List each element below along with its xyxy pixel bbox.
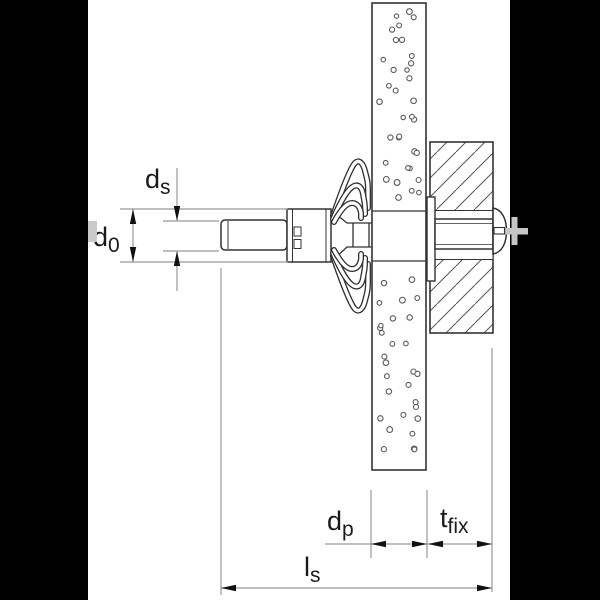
label-tfix: tfix: [440, 503, 469, 538]
ls-arrow-left: [221, 584, 236, 592]
letterbox-right: [510, 0, 600, 600]
plus-watermark-icon: [506, 217, 528, 245]
dimension-labels: ds d0 dp tfix ls: [93, 164, 469, 587]
stipple-dot: [415, 176, 422, 184]
stipple-dot: [408, 113, 415, 120]
screw-tip: [220, 219, 288, 251]
screw: [220, 207, 508, 255]
label-ls: ls: [304, 552, 321, 587]
anchor-legs-top: [330, 158, 371, 225]
stipple-dot: [407, 60, 415, 67]
stipple-dot: [416, 189, 422, 196]
plasterboard-panel: [371, 2, 427, 471]
stipple-dot: [392, 87, 399, 94]
stipple-dot: [406, 314, 413, 321]
d0-arrow-down: [129, 247, 137, 262]
stipple-dot: [389, 315, 397, 322]
tfix-arrow-left: [428, 540, 443, 548]
stipple-dot: [392, 36, 400, 44]
stipple-dot: [382, 159, 389, 166]
dp-arrow-left: [371, 540, 386, 548]
stipple-dot: [414, 415, 422, 422]
ls-arrow-right: [477, 584, 492, 592]
stipple-dot: [385, 388, 393, 395]
stipple-dot: [380, 279, 388, 287]
stipple-dot: [411, 446, 418, 453]
stipple-dot: [398, 36, 406, 43]
dimension-arrows: [129, 206, 492, 592]
stipple-dot: [378, 329, 385, 336]
ds-arrow-down: [173, 206, 181, 221]
cropped-fragment: [88, 221, 97, 242]
stipple-dot: [386, 426, 394, 434]
stipple-dot: [383, 373, 390, 380]
stipple-dot: [405, 8, 413, 16]
stipple-dot: [412, 399, 419, 406]
stipple-dot: [408, 187, 415, 194]
stipple-dot: [406, 75, 413, 82]
stipple-dot: [414, 370, 421, 378]
screw-shaft: [434, 218, 494, 250]
ds-arrow-up: [173, 251, 181, 266]
stipple-dot: [390, 66, 397, 74]
stipple-dot: [380, 56, 387, 63]
stipple-dot: [376, 98, 383, 106]
stipple-dot: [377, 415, 384, 422]
screw-head-slot: [493, 226, 506, 235]
dp-arrow-right: [412, 540, 427, 548]
stipple-dot: [410, 97, 417, 105]
stipple-dot: [382, 359, 390, 367]
stipple-dot: [396, 22, 403, 29]
dimension-lines: [120, 168, 493, 595]
anchor-flange: [426, 196, 436, 282]
tfix-arrow-right: [477, 540, 492, 548]
stipple-dot: [395, 194, 402, 201]
stipple-dot: [405, 381, 412, 388]
stipple-dot: [408, 276, 416, 283]
letterbox-left: [0, 0, 88, 600]
anchor-legs-bottom: [330, 247, 371, 314]
stipple-dot: [413, 149, 420, 157]
stipple-dot: [388, 26, 396, 33]
stipple-dot: [404, 67, 410, 73]
stipple-dot: [403, 340, 409, 347]
stipple-dot: [378, 322, 384, 329]
stipple-dot: [382, 175, 390, 183]
stipple-dot: [408, 53, 415, 59]
sleeve-rib: [293, 226, 302, 237]
anchor-sleeve: [286, 208, 332, 263]
label-ds: ds: [145, 164, 171, 199]
stipple-dot: [409, 430, 416, 437]
stipple-dot: [381, 353, 388, 360]
stipple-dot: [398, 296, 406, 304]
stipple-dot: [376, 300, 383, 306]
stipple-dot: [400, 411, 407, 418]
stipple-dot: [410, 14, 417, 21]
stipple-dot: [400, 114, 406, 121]
stipple-dot: [393, 13, 400, 19]
stipple-dot: [405, 165, 411, 171]
sleeve-rib: [293, 239, 302, 249]
stipple-dot: [412, 403, 420, 411]
plasterboard-stipple-texture: [376, 8, 422, 453]
d0-arrow-up: [129, 209, 137, 224]
stipple-dot: [393, 179, 401, 186]
stipple-dot: [414, 295, 421, 301]
label-dp: dp: [327, 506, 354, 541]
stipple-dot: [387, 134, 394, 141]
stipple-dot: [380, 446, 388, 453]
stipple-dot: [389, 340, 396, 347]
stipple-dot: [396, 133, 403, 140]
stipple-dot: [386, 82, 392, 89]
